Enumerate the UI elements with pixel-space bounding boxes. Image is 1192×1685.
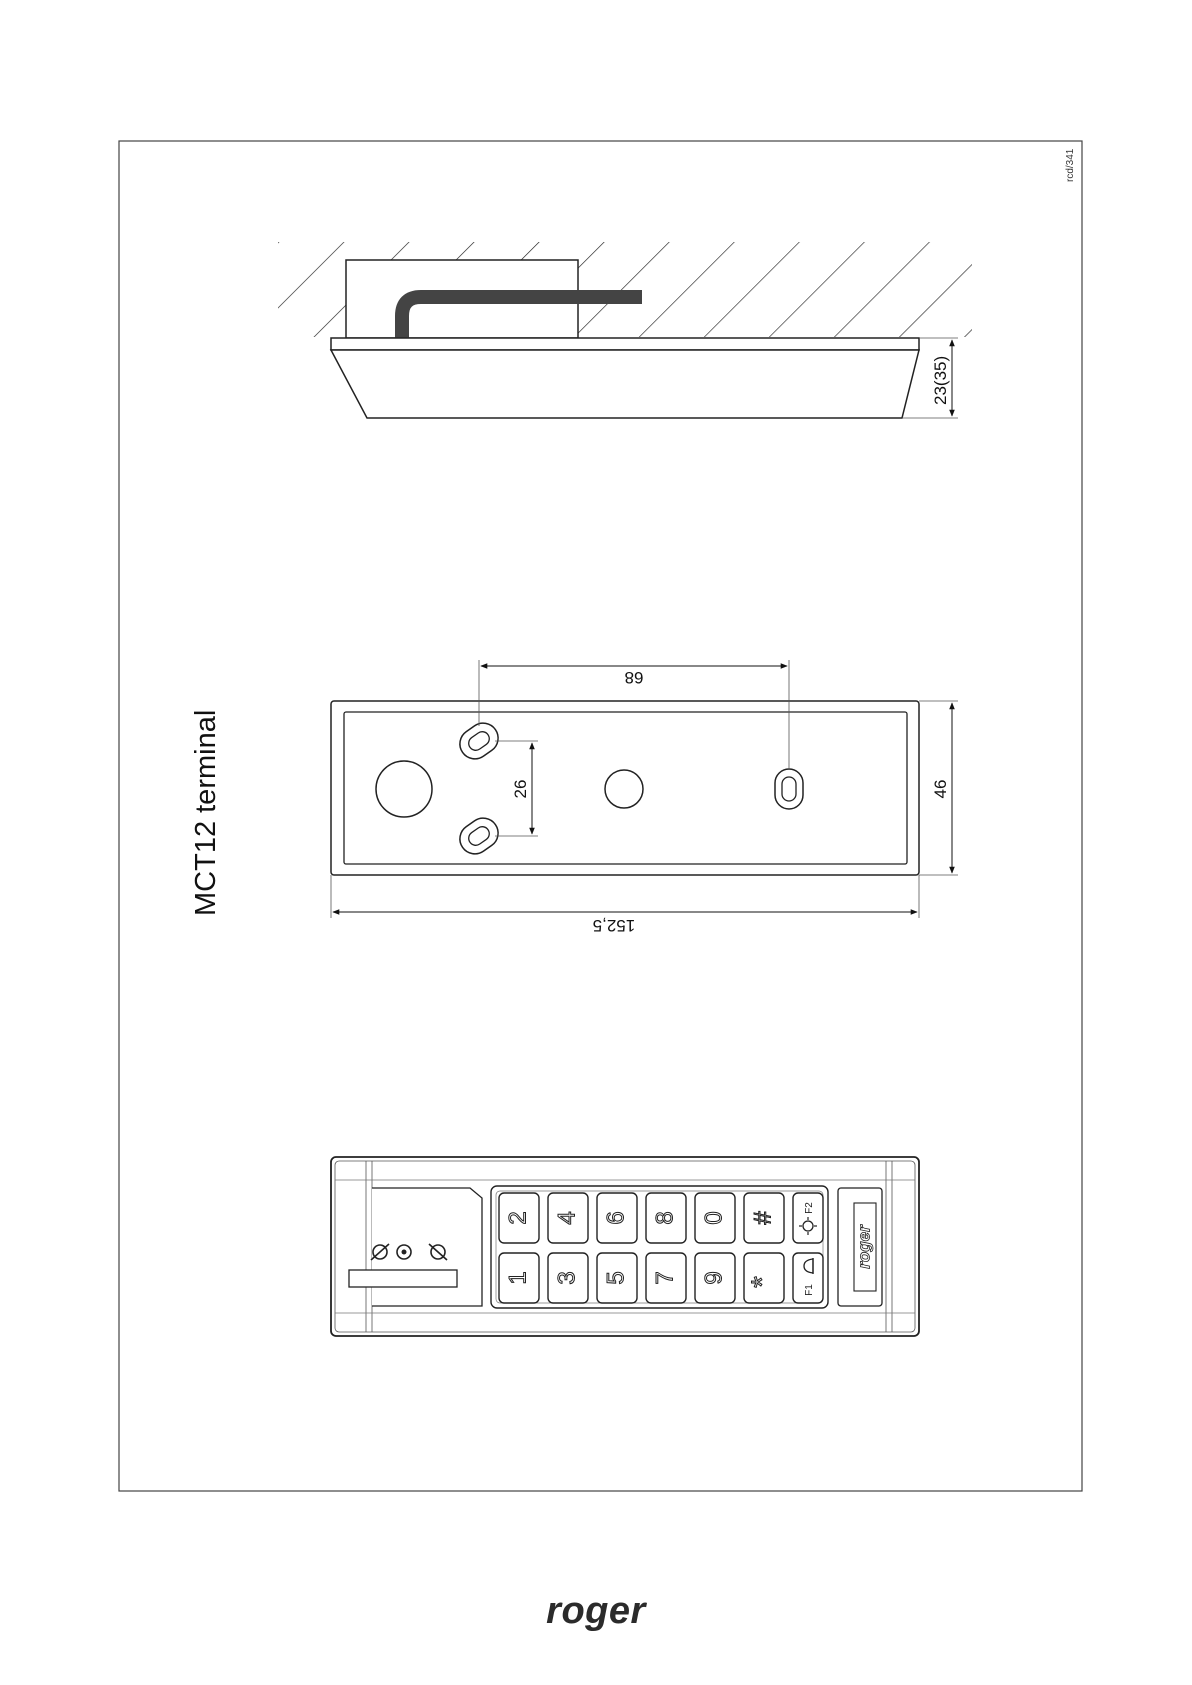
key-5[interactable]: 5	[597, 1253, 637, 1303]
svg-text:1: 1	[504, 1271, 531, 1284]
svg-text:*: *	[746, 1276, 779, 1288]
svg-text:3: 3	[553, 1271, 580, 1284]
key-hash[interactable]: #	[744, 1193, 784, 1243]
key-f1-label: F1	[804, 1284, 815, 1296]
key-7[interactable]: 7	[646, 1253, 686, 1303]
key-f2-label: F2	[804, 1202, 815, 1214]
svg-text:9: 9	[700, 1271, 727, 1284]
key-8[interactable]: 8	[646, 1193, 686, 1243]
pair-spacing-dimension: 26	[511, 780, 530, 799]
svg-text:2: 2	[504, 1211, 531, 1224]
hole-spacing-dimension: 68	[625, 668, 644, 687]
key-4[interactable]: 4	[548, 1193, 588, 1243]
svg-text:6: 6	[602, 1211, 629, 1224]
cable-entry-hole	[376, 761, 432, 817]
front-view: 2 4 6 8 0 # 1 3	[331, 1157, 919, 1336]
key-6[interactable]: 6	[597, 1193, 637, 1243]
card-slot	[349, 1270, 457, 1287]
reference-code: rcd/341	[1065, 148, 1076, 182]
key-1[interactable]: 1	[499, 1253, 539, 1303]
badge-logo: roger	[854, 1224, 873, 1269]
depth-dimension: 23(35)	[931, 356, 950, 405]
back-view: 68 26 46 152,5	[331, 660, 958, 935]
mounting-slot-right	[775, 769, 803, 809]
led-panel	[372, 1188, 482, 1306]
key-3[interactable]: 3	[548, 1253, 588, 1303]
center-hole	[605, 770, 643, 808]
svg-text:4: 4	[553, 1211, 580, 1224]
key-2[interactable]: 2	[499, 1193, 539, 1243]
svg-text:#: #	[749, 1211, 776, 1225]
housing-profile	[331, 350, 919, 418]
key-0[interactable]: 0	[695, 1193, 735, 1243]
length-dimension: 152,5	[593, 916, 636, 935]
svg-text:5: 5	[602, 1271, 629, 1284]
side-view: 23(35)	[278, 242, 972, 418]
svg-text:7: 7	[651, 1271, 678, 1284]
key-star[interactable]: *	[744, 1253, 784, 1303]
footer-logo: roger	[0, 1590, 1192, 1633]
drawing-title: MCT12 terminal	[190, 710, 222, 916]
key-9[interactable]: 9	[695, 1253, 735, 1303]
key-f1[interactable]: F1	[793, 1253, 823, 1303]
width-dimension: 46	[931, 780, 950, 799]
svg-text:8: 8	[651, 1211, 678, 1224]
key-f2[interactable]: F2	[793, 1193, 823, 1243]
svg-text:0: 0	[700, 1211, 727, 1224]
